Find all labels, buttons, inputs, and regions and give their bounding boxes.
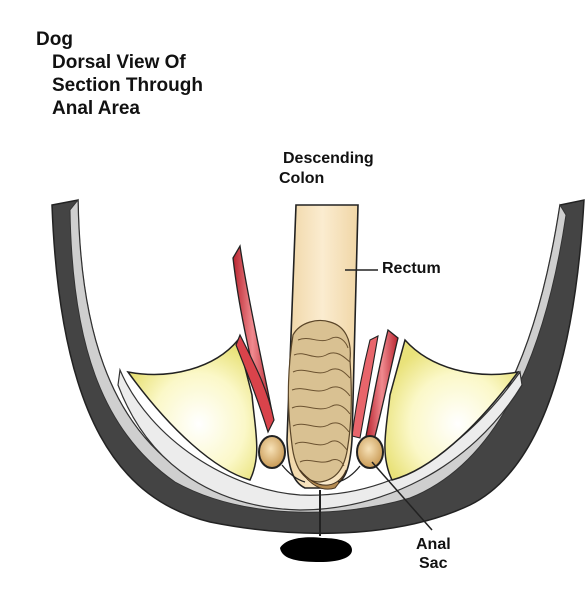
title-line-anal-area: Anal Area [52,98,140,119]
label-sac: Sac [419,555,448,572]
skin-layer [117,367,523,511]
feces-dropping [280,537,352,562]
right-fat-pad [384,338,520,481]
anus [299,469,347,490]
label-descending: Descending [283,150,374,167]
label-anal: Anal [416,536,451,553]
left-fat-pad [126,338,258,481]
right-muscle-outer [351,335,379,439]
title-line-section: Section Through [52,75,203,96]
feces [287,319,352,483]
label-rectum: Rectum [382,260,441,277]
right-anal-sac-duct [337,465,361,483]
title-line-dorsal-view: Dorsal View Of [52,52,186,73]
left-muscle-lower [235,333,275,434]
right-anal-sac [356,435,384,469]
feces-texture [291,336,351,467]
title-line-dog: Dog [36,29,73,50]
label-colon: Colon [279,170,325,187]
left-anal-sac [258,435,286,469]
anal-sac-leader-line [371,461,433,531]
left-anal-sac-duct [281,464,306,483]
